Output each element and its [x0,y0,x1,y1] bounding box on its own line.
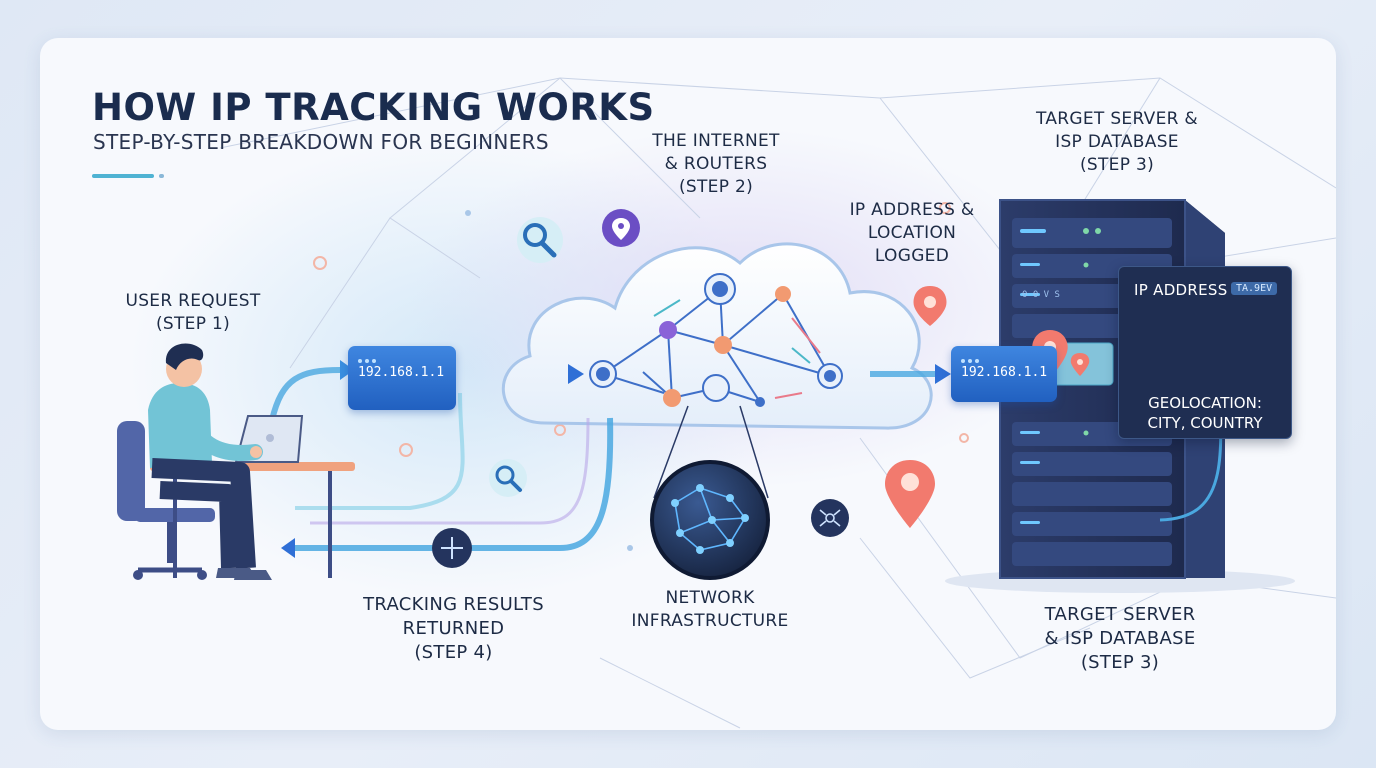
title-underline [92,174,154,178]
magnifier-icon [517,217,563,263]
step-server-top-title: TARGET SERVER & [1036,109,1198,129]
step-results-subtitle: RETURNED [402,618,505,639]
network-infrastructure-line1: NETWORK [665,588,755,608]
network-infrastructure-line2: INFRASTRUCTURE [631,611,789,631]
ip-box-dots [961,352,982,367]
step-user-request-step: (STEP 1) [155,314,231,334]
location-pin-icon [913,286,947,326]
step-server-top-subtitle: ISP DATABASE [1055,132,1179,152]
step-server-top-step: (STEP 3) [1079,155,1155,175]
step-internet-subtitle: & ROUTERS [664,154,768,174]
ip-logged-line3: LOGGED [874,246,950,266]
ip-logged-line2: LOCATION [867,223,957,243]
title-underline-dot [159,174,164,178]
step-server-bottom-label: TARGET SERVER & ISP DATABASE (STEP 3) [1015,603,1225,675]
router-hub-icon [432,528,472,568]
server-ip-address: 192.168.1.1 [961,365,1048,380]
network-globe-icon [650,460,770,580]
step-server-bottom-title: TARGET SERVER [1044,604,1196,625]
ip-info-code: TA.9EV [1231,282,1278,295]
network-infrastructure-label: NETWORK INFRASTRUCTURE [615,587,805,633]
step-results-title: TRACKING RESULTS [363,594,544,615]
user-ip-box: 192.168.1.1 [348,346,456,410]
magnifier-icon [489,459,527,497]
step-results-step: (STEP 4) [414,642,493,663]
user-ip-address: 192.168.1.1 [358,365,445,380]
location-pin-icon [602,209,640,247]
step-user-request-title: USER REQUEST [125,291,261,311]
server-unit-label: 0 0 V S [1022,290,1060,300]
step-internet-title: THE INTERNET [652,131,780,151]
location-pin-icon [885,460,935,528]
ip-box-dots [358,352,379,367]
step-server-bottom-step: (STEP 3) [1080,652,1160,673]
server-ip-box: 192.168.1.1 [951,346,1057,402]
step-user-request-label: USER REQUEST (STEP 1) [98,290,288,336]
geolocation-line1: GEOLOCATION: [1148,394,1262,412]
page-subtitle: STEP-BY-STEP BREAKDOWN FOR BEGINNERS [93,130,549,154]
ip-info-label: IP ADDRESS [1134,281,1228,299]
step-server-bottom-subtitle: & ISP DATABASE [1044,628,1196,649]
ip-logged-label: IP ADDRESS & LOCATION LOGGED [832,199,992,268]
ip-logged-line1: IP ADDRESS & [849,200,975,220]
small-hub-icon [811,499,849,537]
geolocation-text: GEOLOCATION: CITY, COUNTRY [1119,393,1291,433]
background-network-lines [219,77,1336,729]
step-results-label: TRACKING RESULTS RETURNED (STEP 4) [346,593,561,665]
step-internet-step: (STEP 2) [678,177,754,197]
infographic-card: 0 0 V S HOW IP TRACKING WORKS STEP-BY-ST… [40,38,1336,730]
person-at-laptop-icon [117,343,355,580]
step-server-top-label: TARGET SERVER & ISP DATABASE (STEP 3) [1012,108,1222,177]
router-nodes [589,273,843,407]
ip-info-panel: IP ADDRESS TA.9EV GEOLOCATION: CITY, COU… [1118,266,1292,439]
page-title: HOW IP TRACKING WORKS [92,86,655,129]
geolocation-line2: CITY, COUNTRY [1147,414,1263,432]
step-internet-label: THE INTERNET & ROUTERS (STEP 2) [616,130,816,199]
